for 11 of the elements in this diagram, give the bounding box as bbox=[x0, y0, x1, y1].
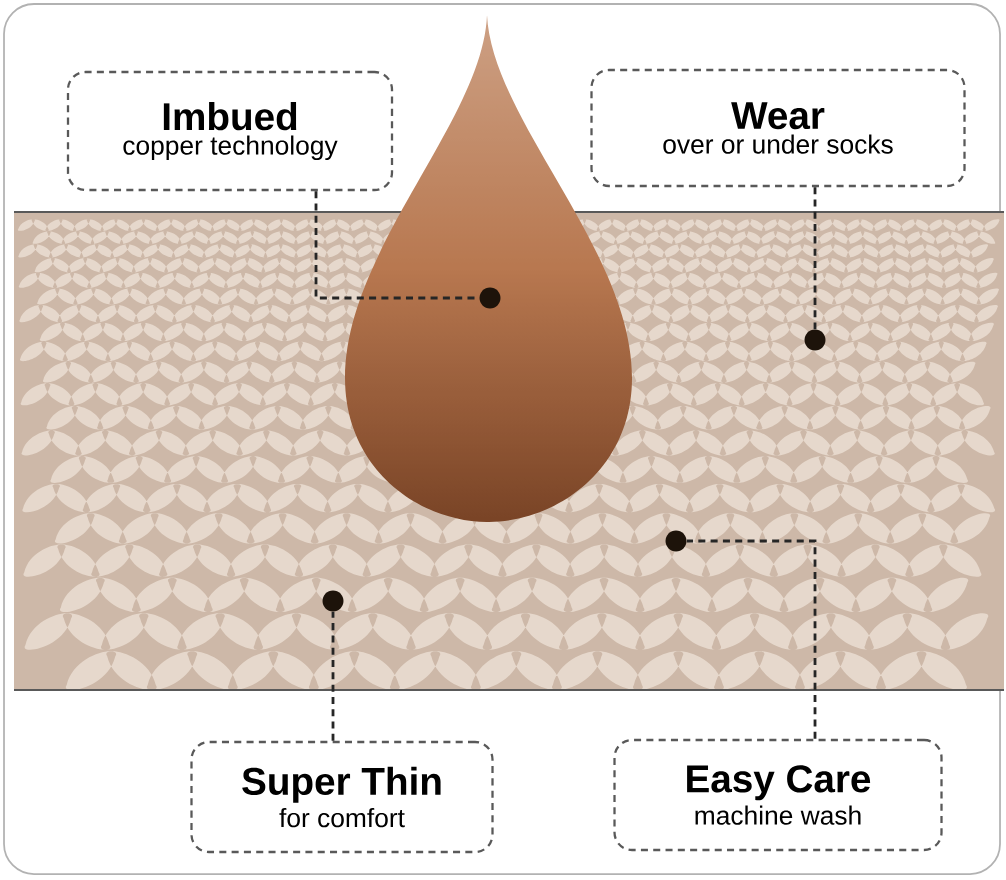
marker-dot bbox=[322, 590, 344, 612]
marker-dot bbox=[479, 287, 501, 309]
callout-box: Easy Care machine wash bbox=[613, 738, 943, 852]
leader-line bbox=[331, 611, 335, 741]
callout-box: Imbued copper technology bbox=[66, 70, 394, 192]
marker-dot bbox=[665, 530, 687, 552]
marker-dot bbox=[804, 329, 826, 351]
callout-box: Wear over or under socks bbox=[590, 68, 966, 188]
leader-line bbox=[686, 539, 817, 739]
callout-box: Super Thin for comfort bbox=[190, 740, 494, 854]
leader-line bbox=[813, 187, 817, 330]
